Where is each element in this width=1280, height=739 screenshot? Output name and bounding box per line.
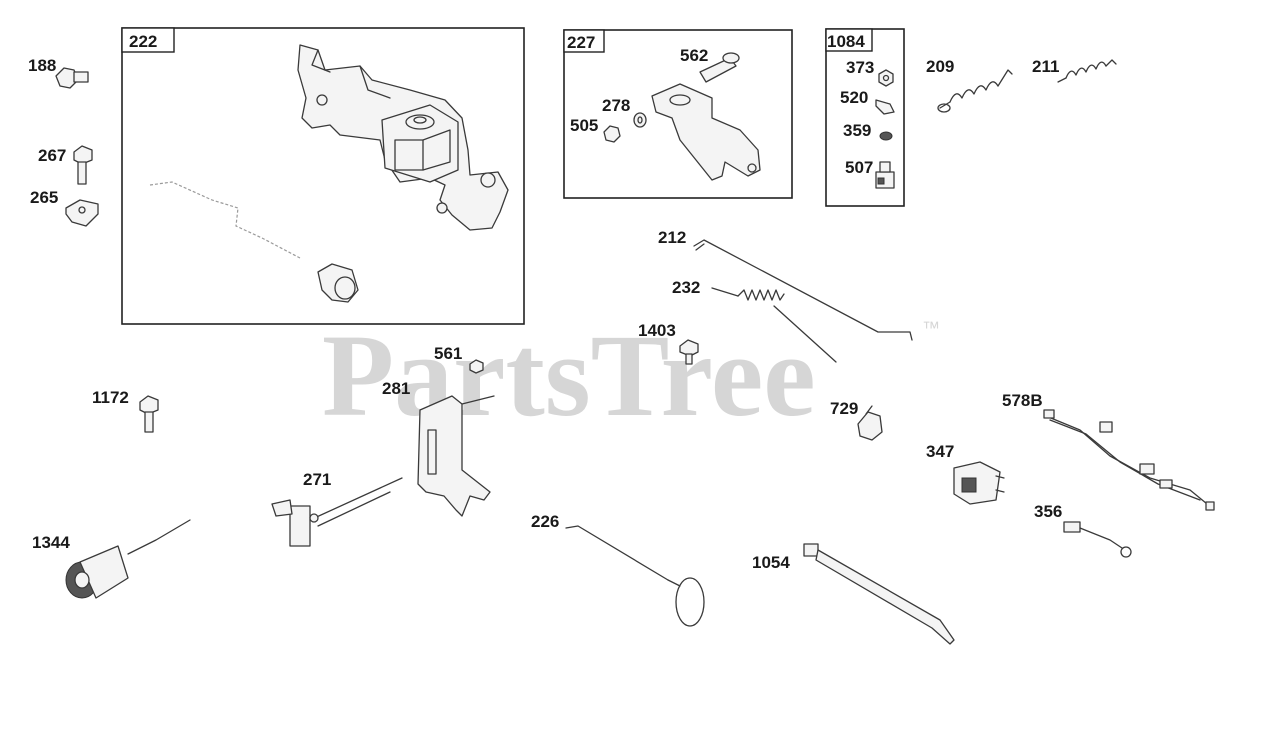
box-1084[interactable]: 1084 (825, 28, 905, 207)
label-359: 359 (843, 121, 871, 140)
label-271: 271 (303, 470, 331, 489)
box-222-tag (121, 27, 175, 53)
label-520: 520 (840, 88, 868, 107)
part-226-wire[interactable] (565, 525, 705, 627)
part-labels: 188 267 265 562 278 505 373 520 359 507 … (28, 46, 1062, 572)
label-505: 505 (570, 116, 598, 135)
part-212-rod[interactable] (693, 239, 913, 341)
part-520-clip[interactable] (875, 99, 895, 115)
label-1054: 1054 (752, 553, 790, 572)
part-1172-bolt[interactable] (139, 395, 159, 433)
part-1344-choke[interactable] (65, 519, 191, 599)
part-188-nut[interactable] (55, 67, 89, 89)
part-562-pin[interactable] (699, 52, 740, 83)
label-1403: 1403 (638, 321, 676, 340)
box-222[interactable]: 222 (121, 27, 525, 325)
label-267: 267 (38, 146, 66, 165)
part-347-switch[interactable] (953, 461, 1005, 505)
part-578B-harness[interactable] (1043, 409, 1215, 511)
part-227-lever[interactable] (651, 83, 761, 181)
watermark-text: PartsTree (322, 310, 816, 441)
label-278: 278 (602, 96, 630, 115)
box-222-frame (121, 27, 525, 325)
box-222-label: 222 (129, 32, 157, 51)
label-209: 209 (926, 57, 954, 76)
part-507-switch[interactable] (875, 161, 895, 189)
part-271-throttle[interactable] (271, 477, 403, 547)
box-227-label: 227 (567, 33, 595, 52)
label-578B: 578B (1002, 391, 1043, 410)
box-227-tag (563, 29, 605, 53)
part-373-nut[interactable] (878, 69, 894, 87)
part-265-clamp[interactable] (65, 199, 99, 227)
part-209-spring[interactable] (937, 69, 1013, 113)
label-373: 373 (846, 58, 874, 77)
label-562: 562 (680, 46, 708, 65)
part-222-knob[interactable] (317, 263, 359, 303)
label-212: 212 (658, 228, 686, 247)
part-356-lead[interactable] (1063, 521, 1132, 558)
part-729-clip[interactable] (857, 405, 883, 441)
part-281-bracket[interactable] (417, 395, 495, 517)
part-278-washer[interactable] (633, 112, 647, 128)
part-267-bolt[interactable] (73, 145, 93, 185)
part-232-spring-rod[interactable] (711, 287, 837, 363)
part-505-nut[interactable] (603, 125, 621, 143)
part-211-spring[interactable] (1057, 59, 1117, 83)
watermark: PartsTree ™ (322, 310, 940, 441)
box-227[interactable]: 227 (563, 29, 793, 199)
box-1084-tag (825, 28, 873, 52)
part-1403-bolt[interactable] (679, 339, 699, 365)
label-265: 265 (30, 188, 58, 207)
label-561: 561 (434, 344, 462, 363)
label-507: 507 (845, 158, 873, 177)
part-1054-tie[interactable] (803, 543, 955, 645)
part-561-nut[interactable] (469, 359, 484, 374)
part-222-bracket[interactable] (297, 44, 509, 231)
label-226: 226 (531, 512, 559, 531)
label-1172: 1172 (92, 388, 129, 407)
label-188: 188 (28, 56, 56, 75)
label-1344: 1344 (32, 533, 70, 552)
box-227-frame (563, 29, 793, 199)
label-232: 232 (672, 278, 700, 297)
label-729: 729 (830, 399, 858, 418)
label-281: 281 (382, 379, 410, 398)
label-211: 211 (1032, 57, 1059, 76)
box-1084-label: 1084 (827, 32, 865, 51)
label-356: 356 (1034, 502, 1062, 521)
part-222-rod (149, 181, 301, 259)
watermark-trademark: ™ (922, 318, 940, 338)
label-347: 347 (926, 442, 954, 461)
part-359-washer[interactable] (879, 131, 893, 141)
